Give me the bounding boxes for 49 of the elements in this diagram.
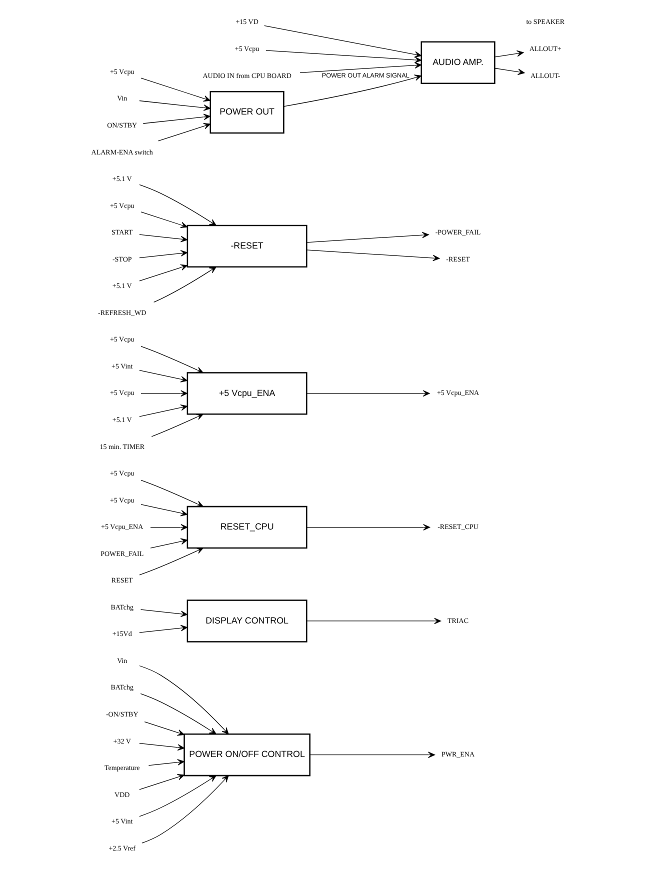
arrow: [138, 774, 184, 790]
arrow: [494, 50, 524, 58]
arrow: [138, 264, 188, 282]
arrow: [138, 665, 228, 734]
node-box: DISPLAY CONTROL: [186, 600, 307, 642]
arrow: [140, 78, 210, 102]
node-box: AUDIO AMP.: [420, 41, 495, 84]
arrow: [140, 504, 188, 516]
arrow: [138, 184, 216, 226]
arrow: [140, 212, 188, 228]
arrow: [138, 775, 216, 817]
arrow: [138, 234, 188, 242]
arrow: [138, 100, 210, 111]
arrow: [306, 390, 430, 397]
arrow: [299, 62, 422, 73]
arrow: [282, 74, 422, 107]
arrow: [306, 232, 428, 243]
arrow: [309, 752, 434, 758]
node-box: POWER OUT: [209, 90, 284, 134]
arrow: [142, 114, 210, 124]
arrow: [140, 693, 216, 734]
arrow: [494, 68, 524, 76]
arrow: [264, 25, 422, 58]
arrow: [138, 370, 188, 382]
arrow: [150, 524, 188, 530]
arrow: [138, 624, 188, 633]
arrow: [152, 266, 216, 303]
arrow: [144, 721, 184, 736]
arrow: [306, 250, 440, 262]
node-box: RESET_CPU: [186, 506, 307, 549]
arrow: [138, 742, 184, 751]
arrow: [306, 618, 441, 624]
arrow: [138, 548, 203, 576]
arrow: [138, 404, 188, 417]
arrow: [140, 390, 188, 397]
arrow: [140, 480, 203, 507]
node-box: -RESET: [186, 224, 307, 268]
arrow: [150, 538, 188, 548]
arrow: [148, 759, 184, 766]
node-box: POWER ON/OFF CONTROL: [183, 734, 310, 776]
arrow: [140, 346, 203, 373]
arrow: [265, 50, 422, 64]
arrow: [138, 250, 188, 258]
arrow: [157, 122, 210, 142]
arrow: [306, 524, 430, 530]
arrow: [140, 609, 188, 618]
arrow: [141, 775, 228, 844]
node-box: +5 Vcpu_ENA: [186, 372, 307, 415]
arrow: [150, 414, 203, 437]
